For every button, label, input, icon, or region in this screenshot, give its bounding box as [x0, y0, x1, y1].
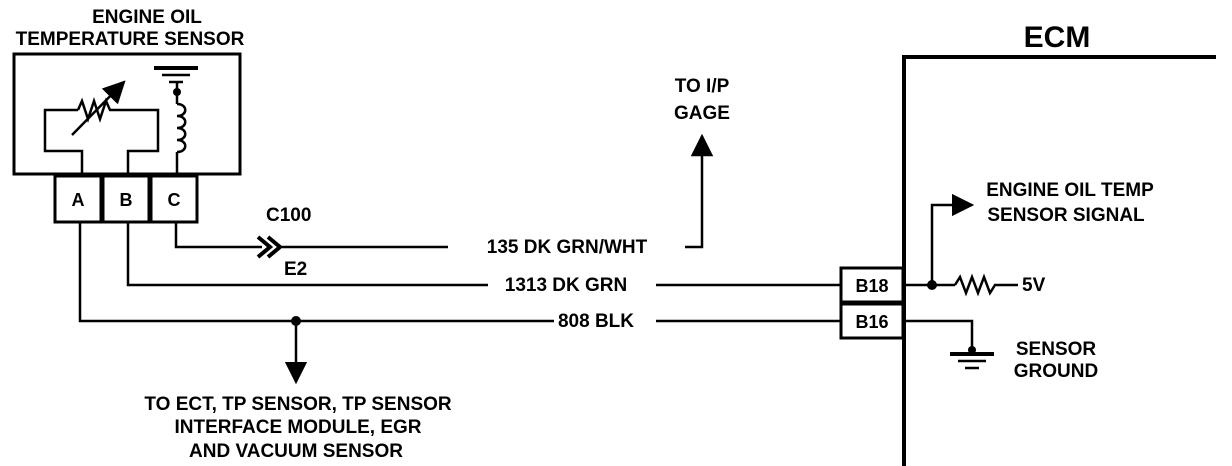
connector-e2-label: E2	[284, 259, 307, 280]
svg-text:B18: B18	[855, 276, 888, 296]
connector-c100-label: C100	[266, 205, 311, 226]
sensor-pin-b: B	[101, 174, 151, 224]
wire-135-segment-3	[685, 133, 714, 249]
sensor-pin-c: C	[149, 174, 199, 224]
ecm-signal-arrow	[930, 193, 975, 285]
sensor-ground-icon	[154, 66, 198, 84]
gage-label-line2: GAGE	[674, 103, 730, 124]
ground-note-line2: INTERFACE MODULE, EGR	[174, 417, 421, 438]
ecm-module: ECM B18 B16 ENGINE OIL TEMP SENSOR SIGNA…	[839, 21, 1216, 466]
ecm-5v-label: 5V	[1022, 275, 1046, 296]
svg-text:B16: B16	[855, 312, 888, 332]
svg-text:A: A	[72, 190, 85, 210]
sensor-pin-a: A	[53, 174, 103, 224]
ecm-b16-internal	[905, 319, 974, 350]
pullup-resistor-icon	[953, 273, 1018, 297]
ecm-pin-b18: B18	[839, 266, 905, 304]
oil-temp-sensor: ENGINE OIL TEMPERATURE SENSOR A B C	[12, 7, 245, 224]
sensor-title-line1: ENGINE OIL	[92, 7, 202, 28]
ground-note-line3: AND VACUUM SENSOR	[189, 441, 403, 462]
wire-135-segment-1	[174, 222, 262, 249]
ecm-ground-label-line1: SENSOR	[1016, 339, 1097, 360]
wire-1313-segment-1	[126, 222, 488, 287]
wire-135-label: 135 DK GRN/WHT	[487, 237, 648, 258]
ecm-ground-icon	[950, 352, 994, 370]
ecm-ground-label-line2: GROUND	[1014, 361, 1098, 382]
ecm-signal-label-line2: SENSOR SIGNAL	[987, 205, 1145, 226]
ecm-outline	[902, 55, 1216, 466]
svg-text:B: B	[120, 190, 133, 210]
ground-note-line1: TO ECT, TP SENSOR, TP SENSOR	[144, 394, 452, 415]
wire-808-segment-1	[78, 222, 554, 323]
sensor-title-line2: TEMPERATURE SENSOR	[16, 29, 245, 50]
thermistor-arrow	[71, 80, 126, 136]
ecm-signal-label-line1: ENGINE OIL TEMP	[986, 180, 1154, 201]
coil-icon	[176, 102, 187, 154]
ecm-pin-b16: B16	[839, 302, 905, 340]
ecm-title: ECM	[1024, 21, 1091, 54]
wire-1313-label: 1313 DK GRN	[505, 275, 628, 296]
thermistor-loop	[43, 108, 160, 174]
gage-label-line1: TO I/P	[675, 76, 730, 97]
connector-c100-icon	[256, 235, 284, 259]
svg-text:C: C	[168, 190, 181, 210]
wire-808-label: 808 BLK	[558, 311, 634, 332]
